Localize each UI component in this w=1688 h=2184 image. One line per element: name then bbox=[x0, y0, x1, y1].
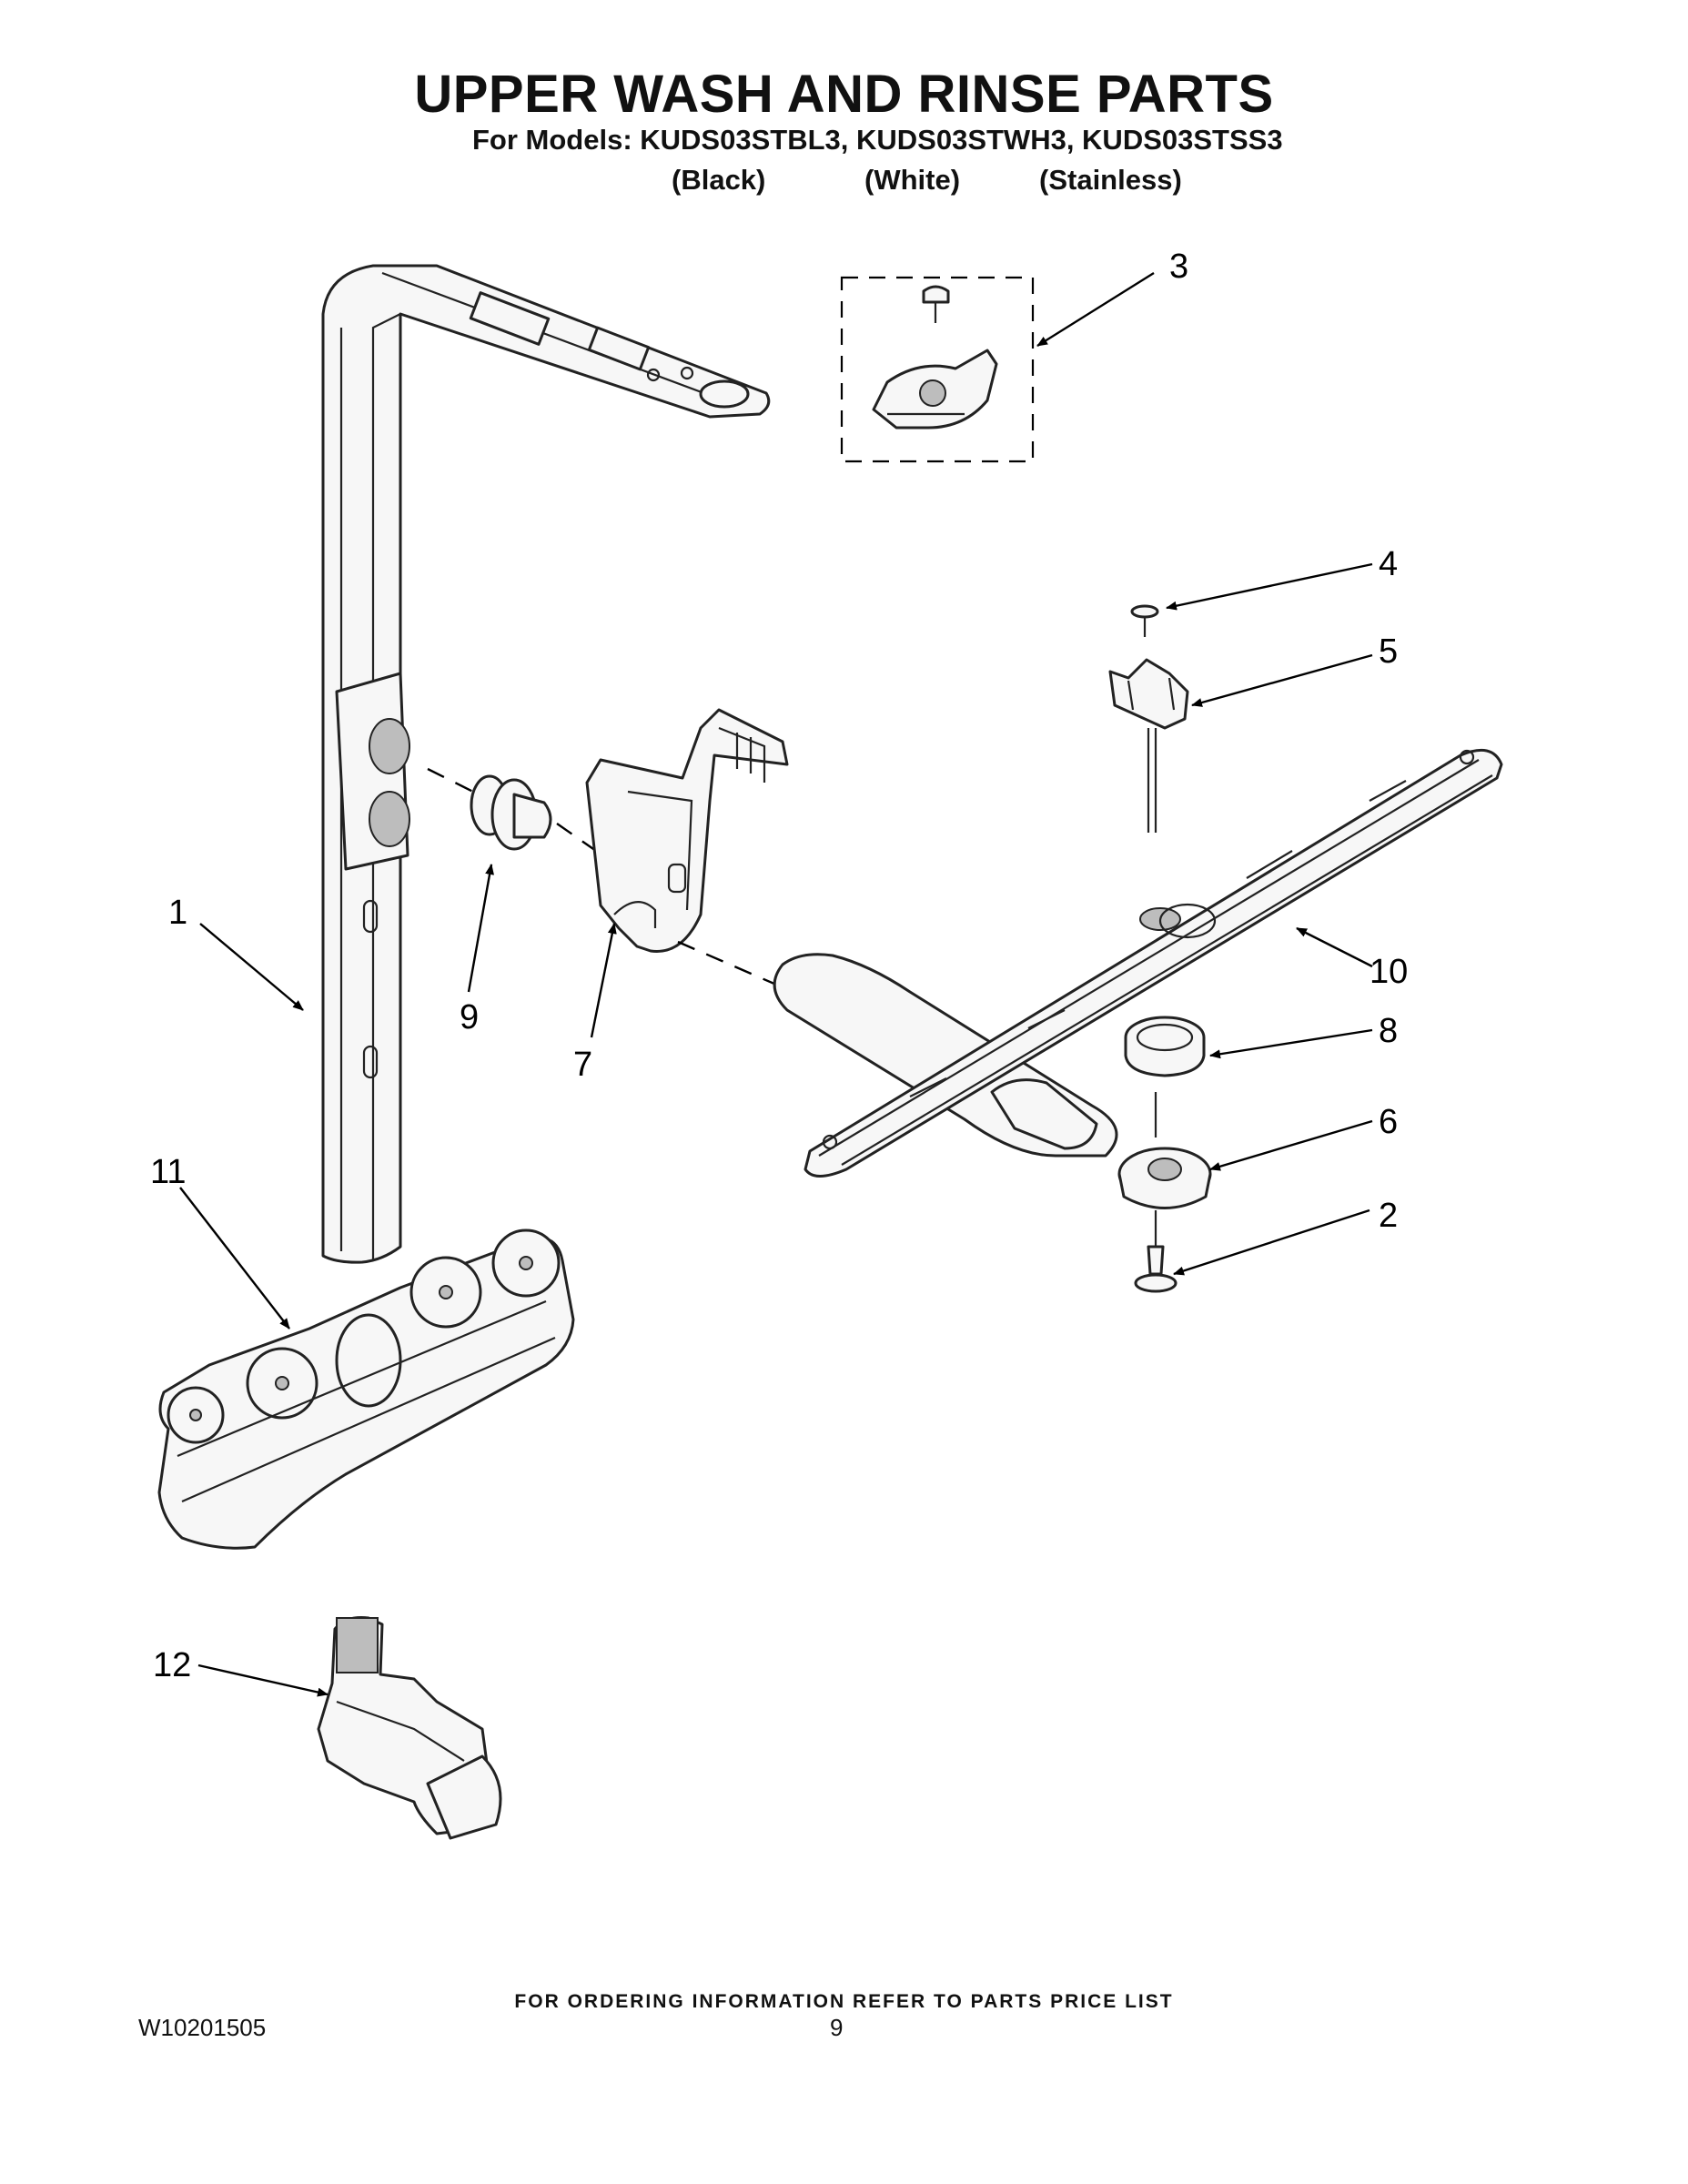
leader-12 bbox=[197, 1663, 329, 1697]
variant-white: (White) bbox=[864, 164, 961, 196]
part-8-ring bbox=[1124, 1016, 1206, 1077]
page-title: UPPER WASH AND RINSE PARTS bbox=[414, 65, 1274, 124]
leader-8 bbox=[1209, 1028, 1373, 1059]
part-6-hub bbox=[1117, 1092, 1212, 1209]
leader-9 bbox=[467, 864, 494, 993]
leader-10 bbox=[1296, 926, 1373, 968]
leader-6 bbox=[1209, 1119, 1373, 1171]
callout-1: 1 bbox=[168, 894, 187, 932]
page-number: 9 bbox=[830, 2014, 844, 2041]
part-1-conduit bbox=[321, 264, 771, 1264]
callout-6: 6 bbox=[1379, 1103, 1398, 1141]
callout-10: 10 bbox=[1370, 953, 1408, 991]
callout-12: 12 bbox=[153, 1646, 191, 1684]
part-12-connector bbox=[317, 1616, 502, 1840]
leader-1 bbox=[199, 923, 304, 1011]
variant-stainless: (Stainless) bbox=[1039, 164, 1182, 196]
leader-2 bbox=[1173, 1208, 1370, 1276]
part-11-manifold bbox=[157, 1228, 575, 1550]
callout-5: 5 bbox=[1379, 632, 1398, 671]
part-7-bracket bbox=[585, 708, 789, 953]
part-10-spray-arm bbox=[773, 748, 1503, 1178]
callout-4: 4 bbox=[1379, 545, 1398, 583]
callout-2: 2 bbox=[1379, 1197, 1398, 1235]
callout-9: 9 bbox=[460, 998, 479, 1036]
callout-8: 8 bbox=[1379, 1012, 1398, 1050]
callout-11: 11 bbox=[150, 1153, 186, 1191]
variant-black: (Black) bbox=[672, 164, 766, 196]
models-line: For Models: KUDS03STBL3, KUDS03STWH3, KU… bbox=[472, 124, 1283, 156]
callout-7: 7 bbox=[573, 1046, 592, 1084]
callout-3: 3 bbox=[1169, 248, 1188, 286]
leader-7 bbox=[590, 923, 617, 1038]
part-3-assembly bbox=[872, 285, 998, 430]
part-5-clip bbox=[1108, 658, 1189, 833]
part-3-detail-box bbox=[840, 276, 1035, 463]
leader-5 bbox=[1191, 653, 1373, 707]
document-number: W10201505 bbox=[138, 2014, 267, 2041]
leader-3 bbox=[1036, 271, 1155, 348]
part-2-screw bbox=[1134, 1210, 1178, 1293]
leader-4 bbox=[1166, 562, 1373, 611]
ordering-note: FOR ORDERING INFORMATION REFER TO PARTS … bbox=[514, 1991, 1174, 2012]
leader-11 bbox=[179, 1187, 290, 1330]
part-9-seal bbox=[427, 767, 597, 852]
part-4-screw bbox=[1130, 604, 1159, 637]
